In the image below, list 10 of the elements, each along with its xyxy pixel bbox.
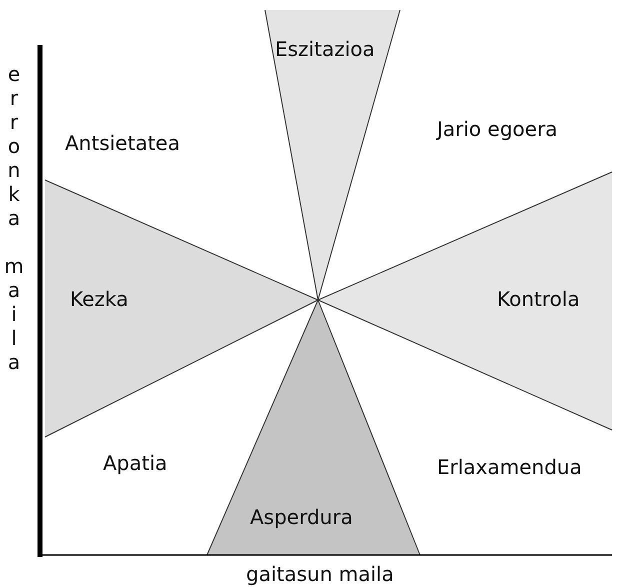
region-label: Jario egoera [437,118,558,140]
region-label: Asperdura [250,506,353,528]
axis-label: gaitasun maila [246,563,394,585]
region-label: Kontrola [497,288,580,310]
axis-label: erronka maila [4,62,24,374]
region-label: Apatia [103,452,168,474]
region-label: Antsietatea [65,132,180,154]
region-label: Erlaxamendua [437,456,582,478]
region-label: Eszitazioa [275,38,375,60]
region-label: Kezka [70,288,128,310]
